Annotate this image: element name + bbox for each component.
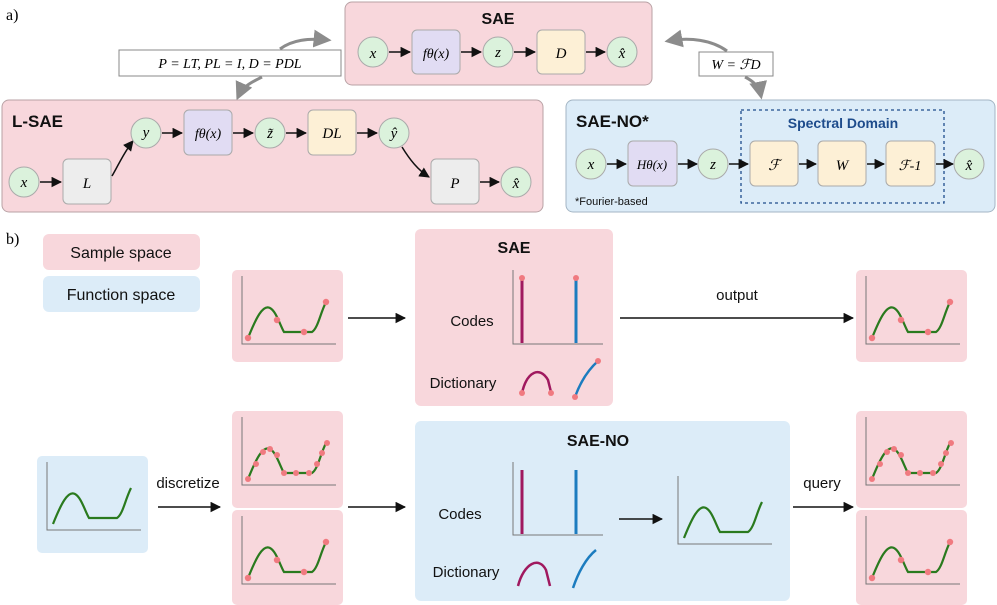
- sae-sample-box: SAE Codes Dictionary: [415, 229, 613, 406]
- discretize-label: discretize: [156, 475, 219, 492]
- node-xhat: [606, 36, 638, 68]
- function-input-plot: [37, 456, 148, 553]
- curved-arrow-icon: [744, 75, 767, 100]
- saeno-title: SAE-NO*: [576, 112, 649, 131]
- sae-b-title: SAE: [498, 240, 531, 257]
- sae-sample-panel: [415, 229, 613, 406]
- inverse-fourier-label: ℱ-1: [899, 159, 922, 174]
- sparse-sample-plot: [232, 510, 343, 605]
- lsae-node-xhat: [500, 166, 532, 198]
- legend-function-space: Function space: [67, 287, 176, 304]
- saeno-node-z-label: z: [709, 157, 716, 173]
- sample-output-plot: [856, 270, 967, 362]
- saeno-footnote: *Fourier-based: [575, 196, 648, 208]
- relation-left-box: [118, 49, 342, 77]
- legend-sample-space-swatch: [43, 234, 200, 270]
- node-z: [482, 36, 514, 68]
- lsae-node-yhat: [378, 117, 410, 149]
- saeno-pipeline: SAE-NO* Spectral Domain *Fourier-based x…: [565, 99, 996, 213]
- saeno-function-panel: [415, 421, 790, 601]
- saeno-b-codes-label: Codes: [438, 506, 481, 523]
- W-box: [817, 140, 867, 187]
- encoder-box: [411, 29, 461, 75]
- saeno-function-box: SAE-NO Codes Dictionary: [415, 421, 790, 601]
- saeno-node-x: [575, 148, 607, 180]
- decoder-label: D: [555, 46, 567, 62]
- lsae-title: L-SAE: [12, 112, 63, 131]
- lsae-node-yhat-label: ŷ: [389, 126, 398, 142]
- decoder-box: [536, 29, 586, 75]
- legend-sample-space: Sample space: [70, 245, 171, 262]
- panel-b-label: b): [6, 231, 19, 248]
- curved-arrow-icon: [279, 29, 332, 51]
- lsae-P-box: [430, 158, 480, 205]
- panel-a-label: a): [6, 7, 18, 24]
- sae-b-dictionary-label: Dictionary: [430, 375, 497, 392]
- fourier-box: [749, 140, 799, 187]
- saeno-b-dictionary-label: Dictionary: [433, 564, 500, 581]
- legend-function-space-swatch: [43, 276, 200, 312]
- saeno-encoder-box: [627, 140, 678, 187]
- lsae-node-x-label: x: [20, 175, 28, 191]
- lsae-node-y: [130, 117, 162, 149]
- dense-sample-plot: [232, 411, 343, 508]
- curved-arrow-icon: [664, 29, 728, 53]
- lsae-node-xhat-label: x̂: [512, 176, 520, 192]
- node-x-label: x: [369, 46, 377, 62]
- saeno-b-title: SAE-NO: [567, 433, 629, 450]
- relation-left: P = LT, PL = I, D = PDL: [157, 57, 301, 72]
- fourier-label: ℱ: [768, 158, 783, 174]
- saeno-node-xhat-label: x̂: [965, 158, 973, 174]
- relation-right: W = ℱD: [711, 58, 760, 73]
- dictionary-atom-magenta: [520, 370, 553, 394]
- sparse-output-plot: [856, 510, 967, 605]
- encoder-label: fθ(x): [423, 47, 450, 62]
- node-x: [357, 36, 389, 68]
- curved-arrow-icon: [235, 75, 263, 101]
- lsae-decoder-box: [307, 109, 357, 156]
- node-xhat-label: x̂: [618, 46, 626, 62]
- lsae-encoder-box: [183, 109, 233, 156]
- lsae-node-y-label: y: [141, 125, 150, 141]
- lsae-decoder-label: DL: [321, 126, 341, 142]
- lsae-node-ztilde-label: z̃: [266, 126, 273, 142]
- spectral-domain-label: Spectral Domain: [788, 115, 898, 131]
- lsae-pipeline: L-SAE x L y fθ(x) z̃ DL ŷ P x̂: [1, 99, 544, 213]
- lsae-node-x: [8, 166, 40, 198]
- sae-title: SAE: [482, 11, 515, 28]
- saeno-node-x-label: x: [587, 157, 595, 173]
- relation-right-box: [698, 51, 774, 77]
- saeno-node-xhat: [953, 148, 985, 180]
- lsae-encoder-label: fθ(x): [195, 127, 222, 142]
- output-label: output: [716, 287, 759, 304]
- node-z-label: z: [494, 45, 501, 61]
- spectral-domain-box: [740, 109, 945, 204]
- inverse-fourier-box: [885, 140, 936, 187]
- query-label: query: [803, 475, 841, 492]
- sample-input-plot: [232, 270, 343, 362]
- sae-top-pipeline: SAE x fθ(x) z D x̂: [344, 1, 653, 86]
- lsae-L-label: L: [82, 176, 91, 192]
- sae-b-codes-label: Codes: [450, 313, 493, 330]
- dense-output-plot: [856, 411, 967, 508]
- lsae-P-label: P: [449, 176, 459, 192]
- W-label: W: [836, 158, 850, 174]
- saeno-dictionary-atom-blue: [571, 549, 597, 589]
- lsae-node-ztilde: [254, 117, 286, 149]
- lsae-L-box: [62, 158, 112, 205]
- saeno-dictionary-atom-magenta: [516, 561, 552, 587]
- dictionary-atom-blue: [573, 360, 599, 398]
- saeno-node-z: [697, 148, 729, 180]
- saeno-encoder-label: Hθ(x): [636, 157, 667, 172]
